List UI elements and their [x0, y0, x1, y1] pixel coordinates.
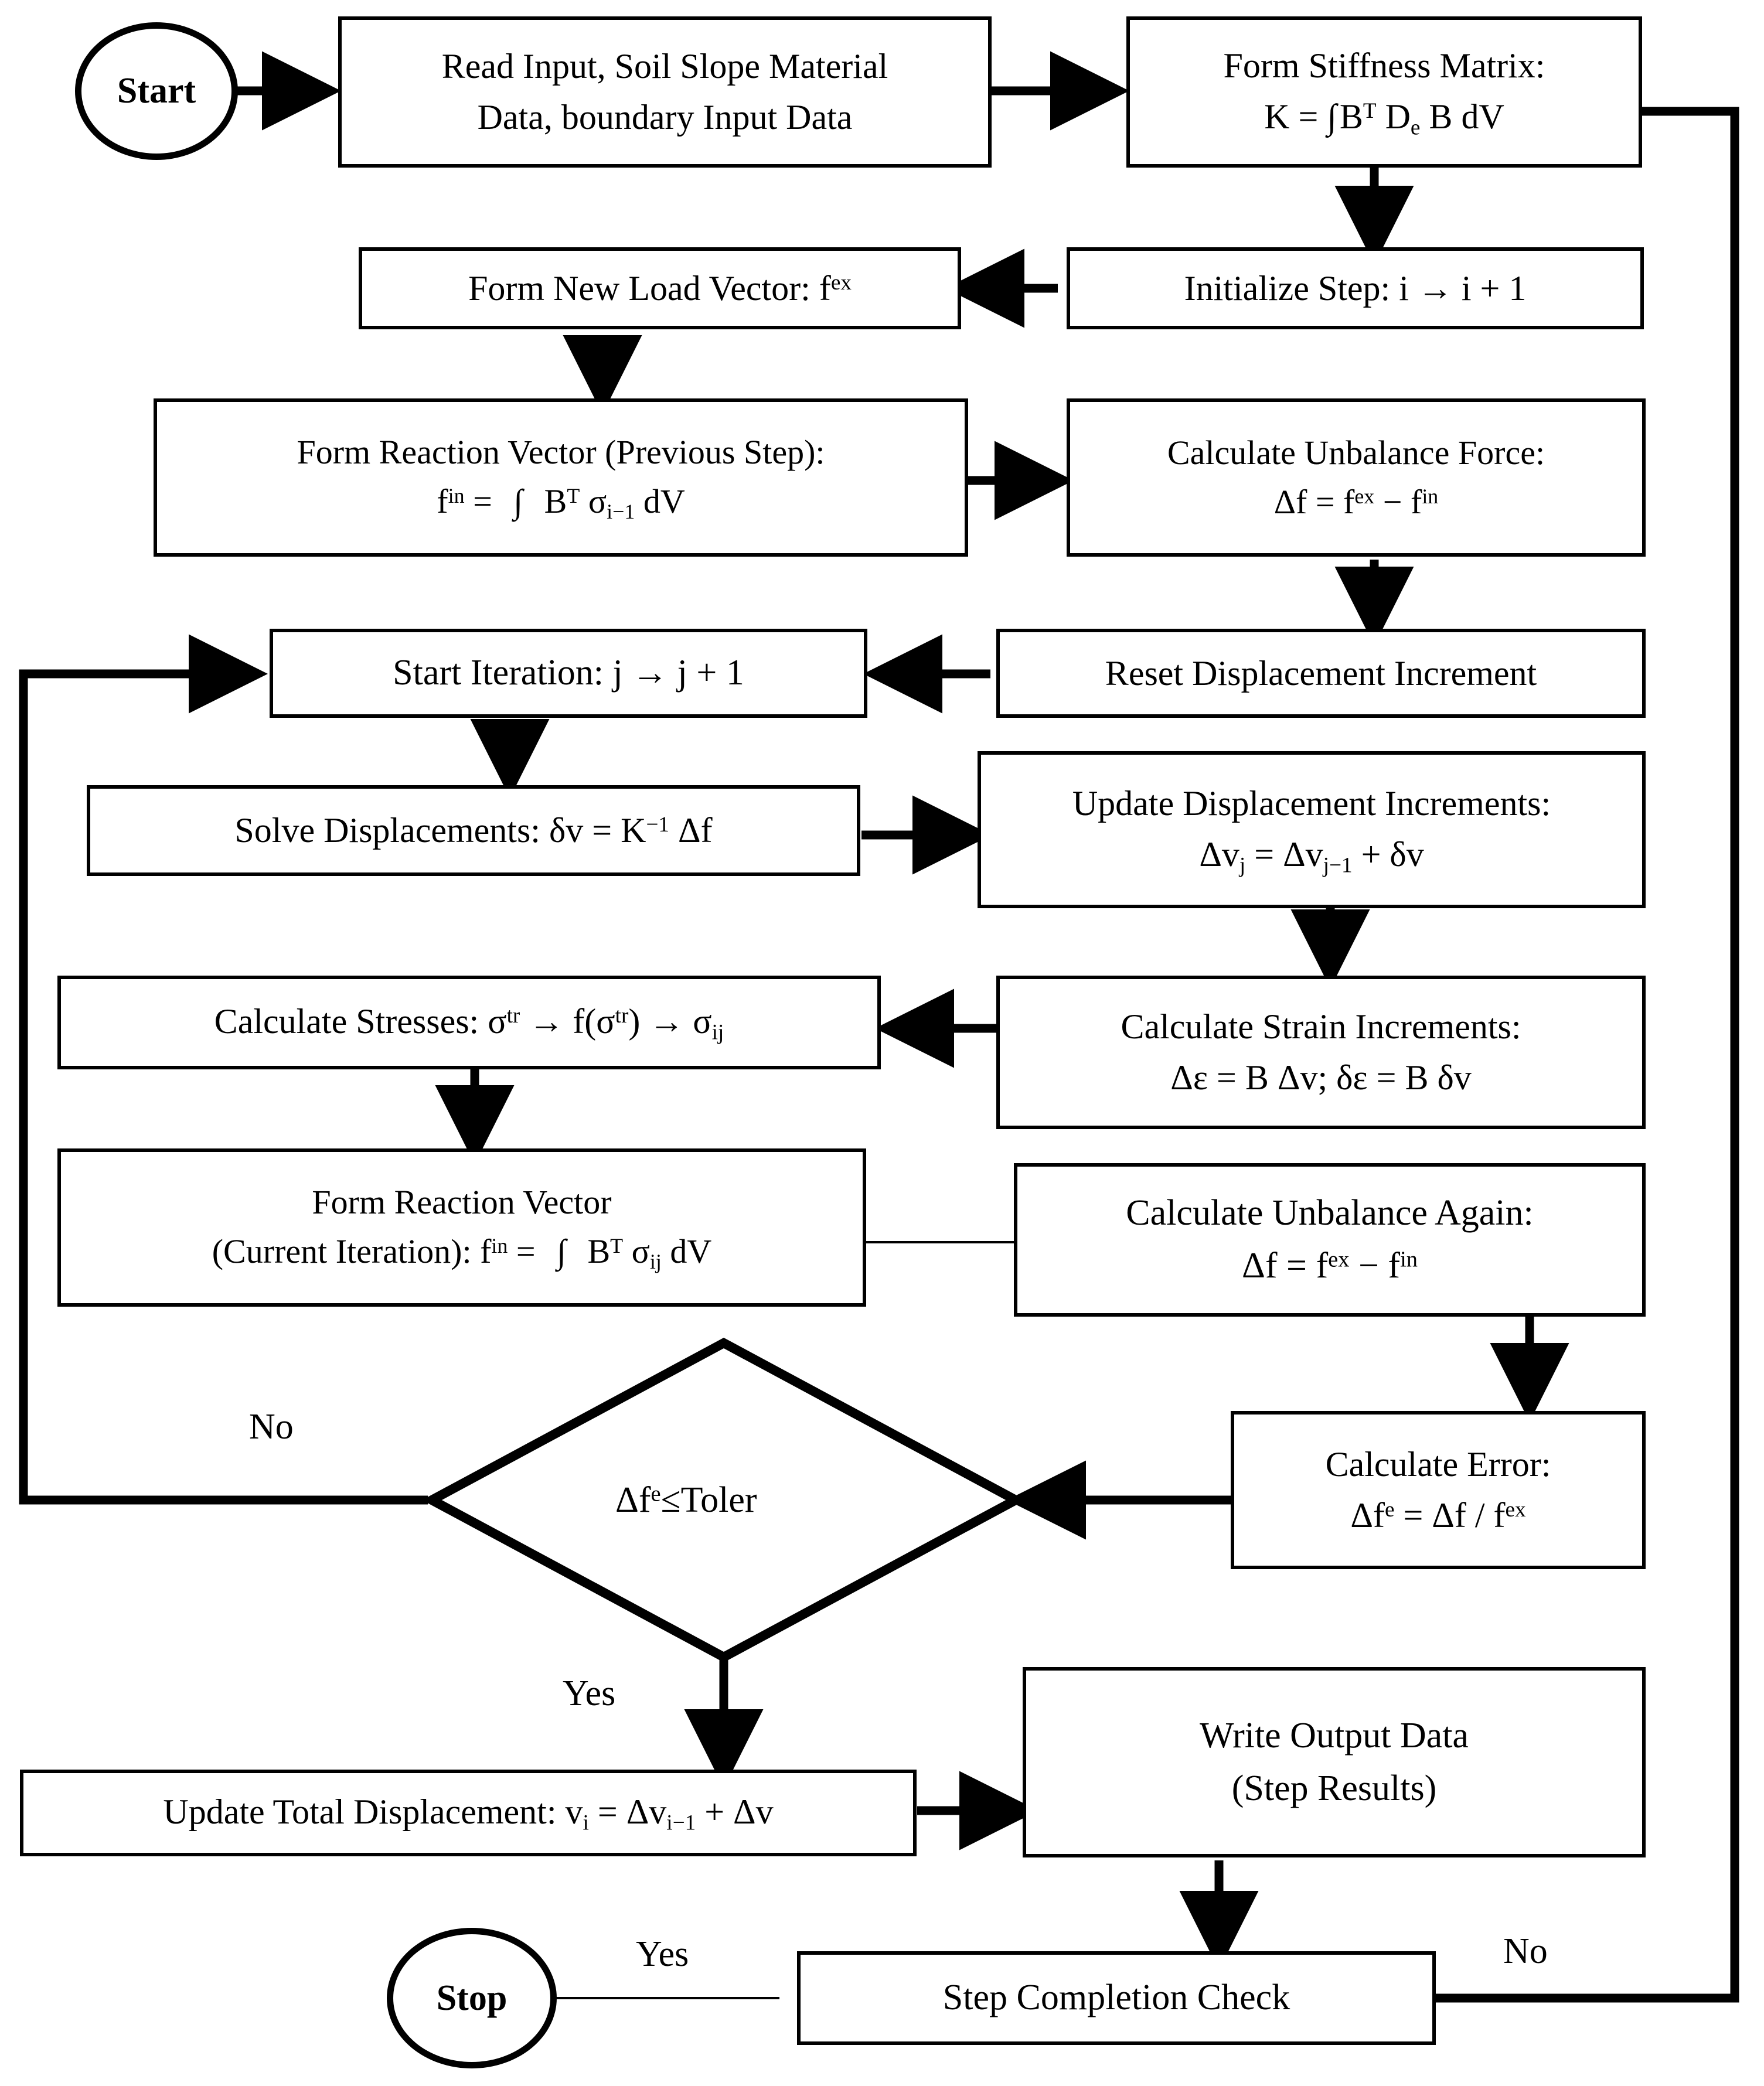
node-update-disp-line1: Update Displacement Increments: [1072, 783, 1551, 823]
node-stiffness-line1: Form Stiffness Matrix: [1223, 46, 1545, 85]
node-initialize-step: Initialize Step: i → i + 1 [1067, 247, 1644, 329]
node-reaction-prev-line1: Form Reaction Vector (Previous Step): [297, 433, 825, 472]
node-read-input-line2: Data, boundary Input Data [477, 98, 853, 137]
node-write-output-line2: (Step Results) [1231, 1768, 1437, 1808]
node-reaction-prev-line2: fin = ∫ BT σi−1 dV [437, 482, 685, 524]
node-calculate-error: Calculate Error: Δfe = Δf / fex [1231, 1411, 1646, 1569]
node-calculate-unbalance-again: Calculate Unbalance Again: Δf = fex − fi… [1014, 1163, 1646, 1317]
node-strain-inc-line1: Calculate Strain Increments: [1121, 1007, 1521, 1046]
start-label: Start [117, 71, 196, 111]
decision-tolerance-check [425, 1337, 1023, 1663]
node-init-step-line1: Initialize Step: i → i + 1 [1184, 268, 1527, 308]
node-calc-error-line2: Δfe = Δf / fex [1350, 1496, 1526, 1535]
stop-label: Stop [436, 1978, 508, 2018]
start-terminator: Start [75, 22, 238, 160]
node-read-input: Read Input, Soil Slope Material Data, bo… [338, 16, 992, 168]
node-load-vector-line1: Form New Load Vector: fex [468, 268, 852, 308]
node-update-total-displacement: Update Total Displacement: vi = Δvi−1 + … [20, 1770, 917, 1856]
node-read-input-line1: Read Input, Soil Slope Material [441, 47, 888, 86]
node-reset-displacement-increment: Reset Displacement Increment [996, 629, 1646, 718]
node-form-new-load-vector: Form New Load Vector: fex [359, 247, 961, 329]
node-calculate-unbalance-force: Calculate Unbalance Force: Δf = fex − fi… [1067, 398, 1646, 557]
node-update-displacement-increments: Update Displacement Increments: Δvj = Δv… [978, 751, 1646, 908]
node-form-reaction-vector-previous: Form Reaction Vector (Previous Step): fi… [154, 398, 968, 557]
node-form-stiffness-matrix: Form Stiffness Matrix: K = ∫ BT De B dV [1126, 16, 1642, 168]
edge-label-completion-yes: Yes [636, 1934, 689, 1974]
node-calculate-stresses: Calculate Stresses: σtr → f(σtr) → σij [57, 976, 881, 1069]
node-update-disp-line2: Δvj = Δvj−1 + δv [1199, 834, 1424, 878]
node-start-iteration-line1: Start Iteration: j → j + 1 [393, 653, 744, 693]
node-unbalance-force-line1: Calculate Unbalance Force: [1167, 433, 1545, 472]
node-strain-inc-line2: Δε = B Δv; δε = B δv [1170, 1058, 1472, 1097]
node-unbalance-again-line1: Calculate Unbalance Again: [1126, 1193, 1534, 1233]
edge-label-completion-no: No [1503, 1931, 1548, 1971]
edge-decision-no-to-start-iteration [19, 634, 428, 1505]
edge-label-tolerance-yes: Yes [563, 1673, 616, 1713]
node-calculate-strain-increments: Calculate Strain Increments: Δε = B Δv; … [996, 976, 1646, 1129]
node-calc-error-line1: Calculate Error: [1325, 1445, 1551, 1484]
node-reaction-curr-line1: Form Reaction Vector [312, 1183, 612, 1222]
decision-tolerance-label: Δfe≤Toler [615, 1480, 757, 1520]
node-start-iteration: Start Iteration: j → j + 1 [270, 629, 867, 718]
node-write-output-data: Write Output Data (Step Results) [1023, 1667, 1646, 1857]
node-reaction-curr-line2: (Current Iteration): fin = ∫ BT σij dV [212, 1232, 712, 1274]
node-form-reaction-vector-current: Form Reaction Vector (Current Iteration)… [57, 1148, 866, 1307]
node-stiffness-line2: K = ∫ BT De B dV [1264, 97, 1504, 140]
edge-label-tolerance-no: No [249, 1407, 294, 1447]
node-solve-displacements: Solve Displacements: δv = K−1 Δf [87, 785, 860, 876]
node-step-completion-check: Step Completion Check [797, 1951, 1436, 2045]
node-unbalance-force-line2: Δf = fex − fin [1273, 483, 1439, 521]
node-update-total-line1: Update Total Displacement: vi = Δvi−1 + … [163, 1792, 774, 1835]
node-reset-disp-line1: Reset Displacement Increment [1105, 653, 1537, 693]
node-unbalance-again-line2: Δf = fex − fin [1242, 1246, 1418, 1286]
node-stresses-line1: Calculate Stresses: σtr → f(σtr) → σij [214, 1002, 724, 1045]
node-solve-disp-line1: Solve Displacements: δv = K−1 Δf [234, 811, 713, 850]
node-step-completion-line1: Step Completion Check [942, 1978, 1290, 2018]
node-write-output-line1: Write Output Data [1200, 1715, 1469, 1756]
stop-terminator: Stop [387, 1928, 557, 2068]
